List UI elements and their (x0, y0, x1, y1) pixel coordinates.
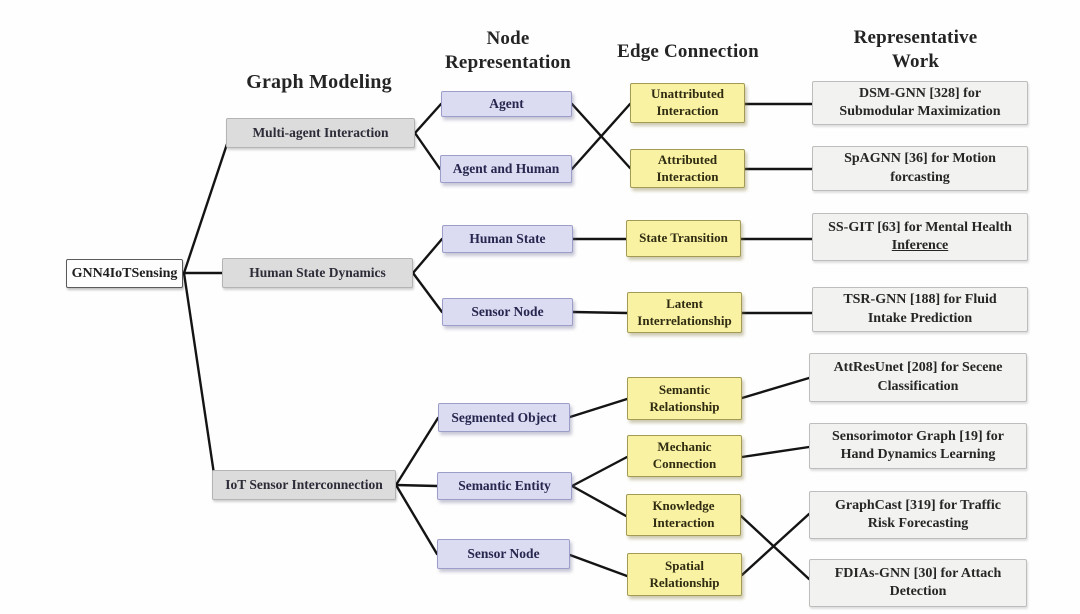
work-line: GraphCast [319] for Traffic (834, 497, 1002, 513)
node-latent-interrelationship: Latent Interrelationship (627, 292, 742, 333)
work-line: AttResUnet [208] for Secene (833, 360, 1003, 376)
work-sensorimotor-graph: Sensorimotor Graph [19] for Hand Dynamic… (809, 423, 1027, 469)
work-line: Hand Dynamics Learning (840, 447, 996, 462)
node-attributed-interaction: Attributed Interaction (630, 149, 745, 188)
node-agent: Agent (441, 91, 572, 117)
column-header-edge-connection: Edge Connection (617, 41, 759, 62)
work-tsr-gnn: TSR-GNN [188] for Fluid Intake Predictio… (812, 287, 1028, 332)
node-human-state-dynamics: Human State Dynamics (222, 258, 413, 288)
work-line: FDIAs-GNN [30] for Attach (834, 565, 1002, 581)
column-header-graph-modeling: Graph Modeling (246, 71, 392, 93)
node-agent-and-human: Agent and Human (440, 155, 572, 183)
node-segmented-object: Segmented Object (438, 403, 570, 432)
work-line: forcasting (890, 169, 950, 185)
node-knowledge-interaction: Knowledge Interaction (626, 494, 741, 536)
node-iot-sensor-interconnection: IoT Sensor Interconnection (212, 470, 396, 500)
column-header-node-representation: Node Representation (445, 28, 571, 74)
work-ss-git: SS-GIT [63] for Mental Health Inference (812, 213, 1028, 261)
node-unattributed-interaction: Unattributed Interaction (630, 83, 745, 123)
work-line: Detection (889, 584, 947, 599)
work-line: SS-GIT [63] for Mental Health (828, 219, 1012, 235)
work-fdias-gnn: FDIAs-GNN [30] for Attach Detection (809, 559, 1027, 607)
node-multi-agent-interaction: Multi-agent Interaction (226, 118, 415, 148)
work-dsm-gnn: DSM-GNN [328] for Submodular Maximizatio… (812, 81, 1028, 125)
node-spatial-relationship: Spatial Relationship (627, 553, 742, 596)
work-line: Sensorimotor Graph [19] for (832, 428, 1004, 444)
node-sensor-node-1: Sensor Node (442, 298, 573, 326)
work-line: Intake Prediction (867, 310, 973, 326)
work-line: TSR-GNN [188] for Fluid (843, 292, 997, 308)
work-line: Submodular Maximization (839, 104, 1001, 119)
node-semantic-relationship: Semantic Relationship (627, 377, 742, 420)
node-human-state: Human State (442, 225, 573, 253)
node-semantic-entity: Semantic Entity (437, 472, 572, 500)
node-state-transition: State Transition (626, 220, 741, 257)
root-node-gnn4iotsensing: GNN4IoTSensing (66, 259, 183, 288)
column-header-representative-work: Representative Work (853, 27, 978, 73)
work-line: DSM-GNN [328] for (858, 85, 982, 101)
work-line: Inference (891, 238, 949, 253)
work-line: SpAGNN [36] for Motion (844, 151, 996, 167)
work-line: Risk Forecasting (867, 516, 969, 531)
node-sensor-node-2: Sensor Node (437, 539, 570, 569)
work-graphcast: GraphCast [319] for Traffic Risk Forecas… (809, 491, 1027, 539)
node-mechanic-connection: Mechanic Connection (627, 435, 742, 477)
work-spagnn: SpAGNN [36] for Motion forcasting (812, 146, 1028, 191)
work-line: Classification (877, 378, 959, 394)
work-attresunet: AttResUnet [208] for Secene Classificati… (809, 353, 1027, 402)
